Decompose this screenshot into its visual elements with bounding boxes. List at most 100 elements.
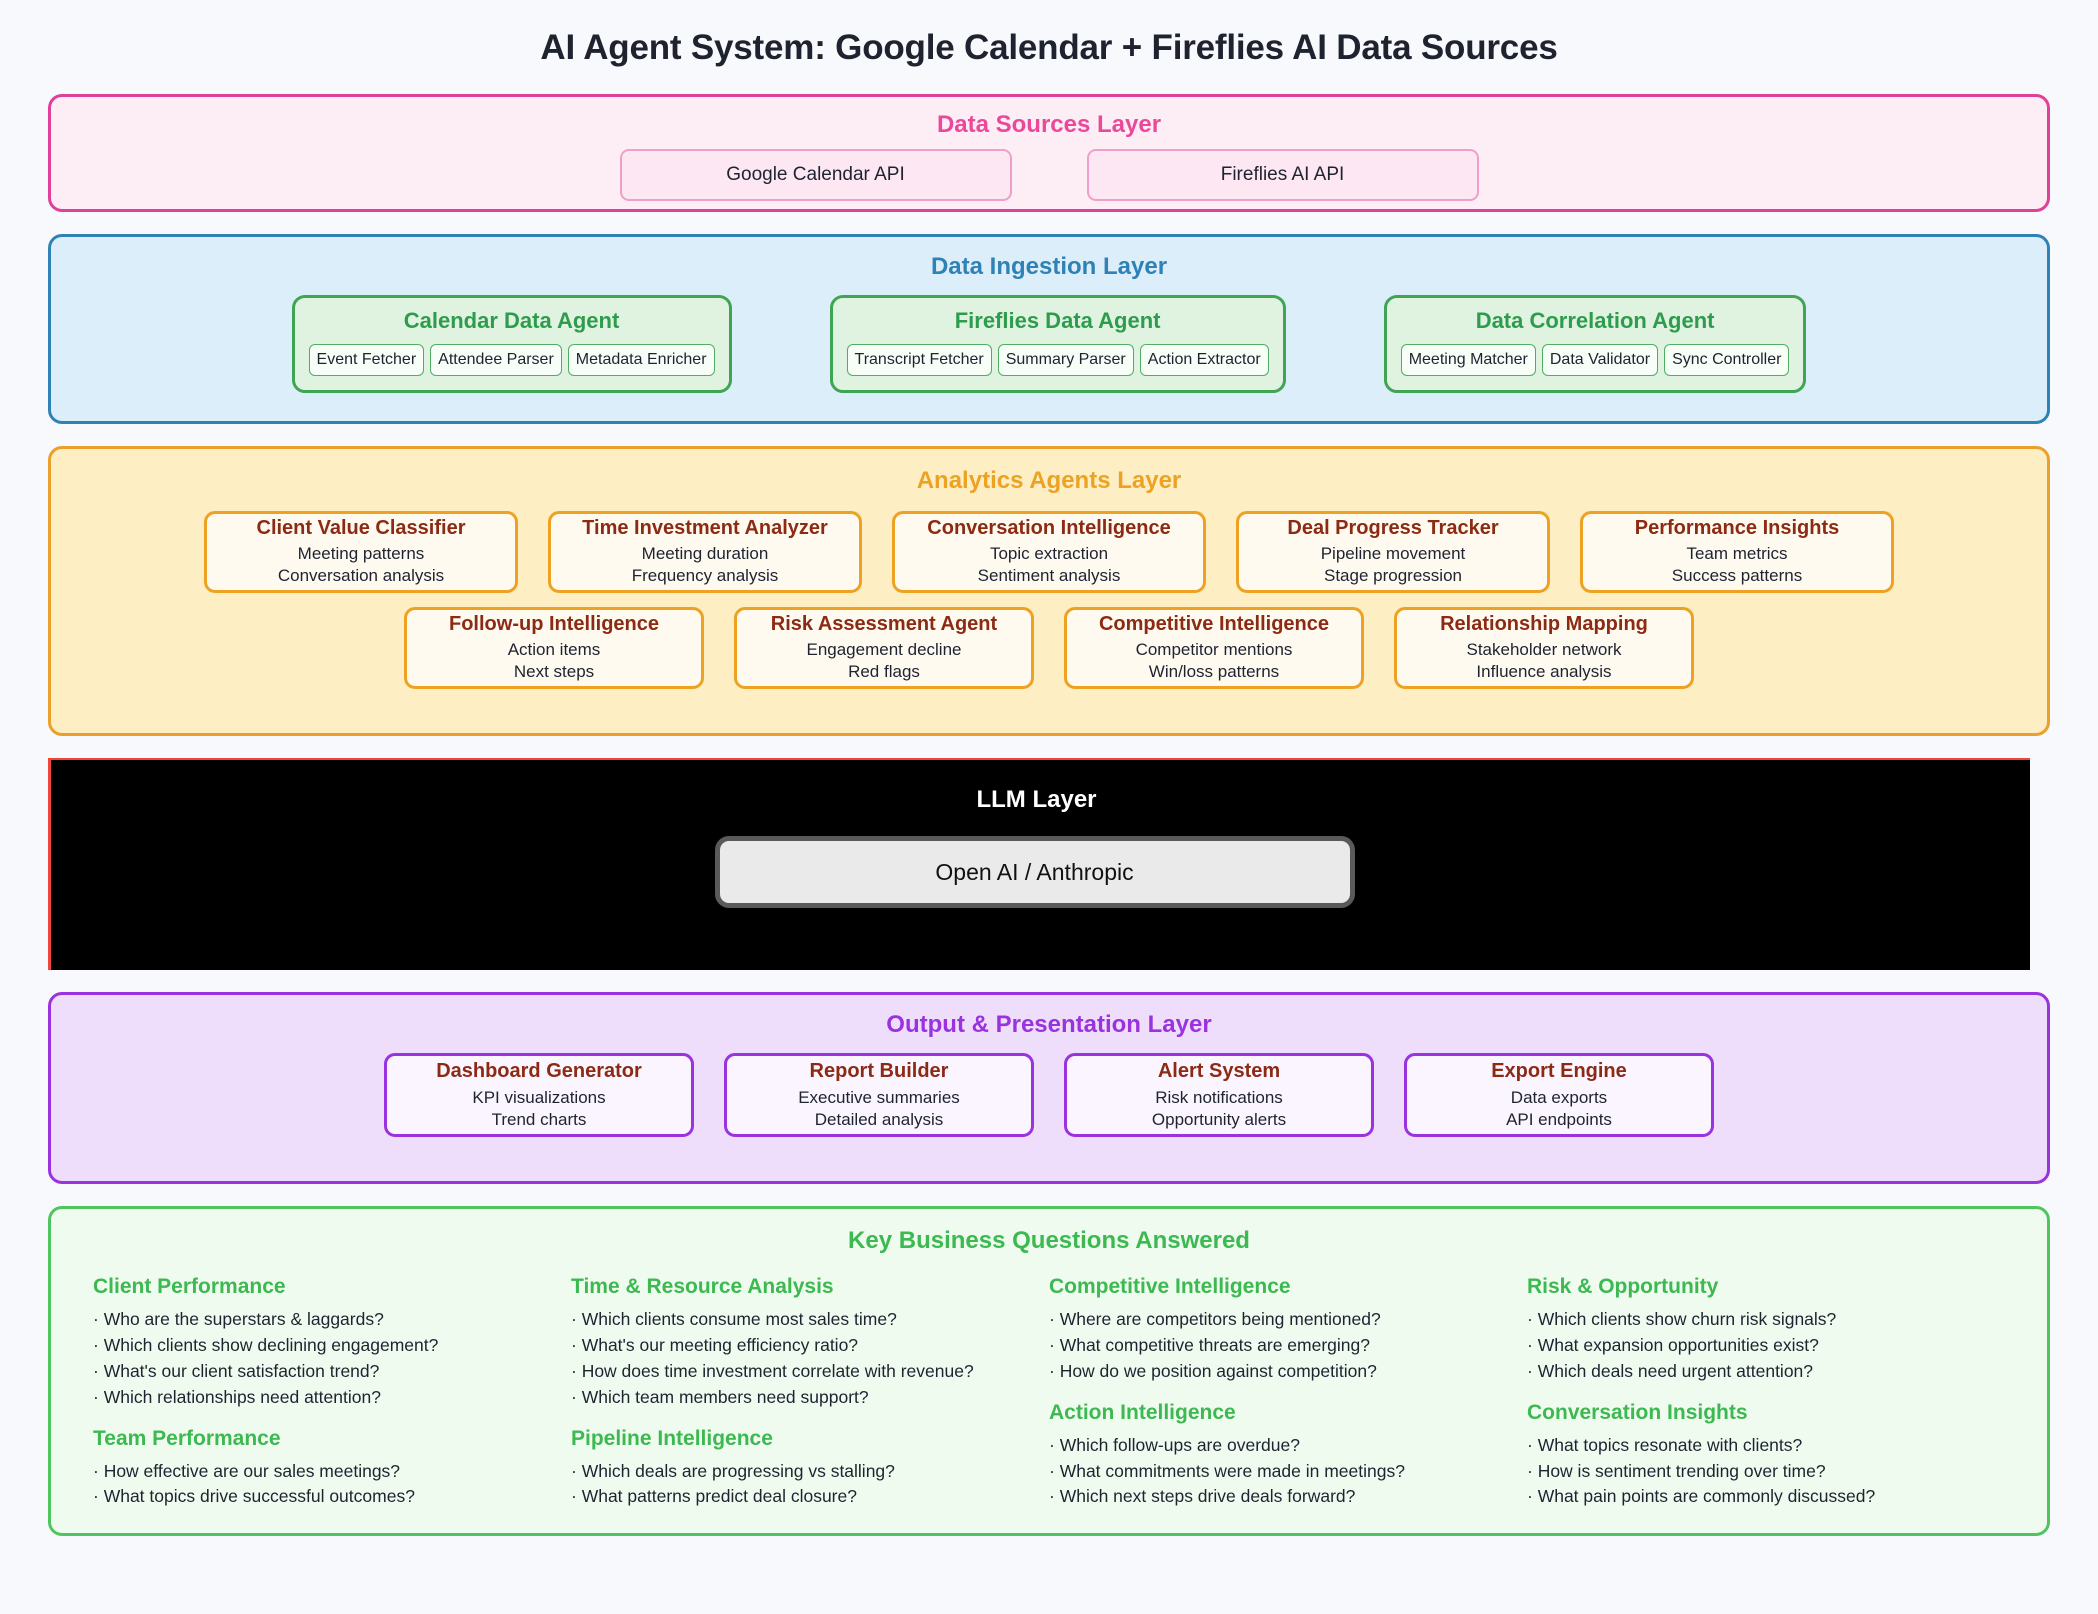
- chip-summary-parser[interactable]: Summary Parser: [997, 344, 1134, 376]
- card-line-2: Detailed analysis: [814, 1109, 944, 1129]
- output-row: Dashboard Generator KPI visualizations T…: [51, 1053, 2047, 1137]
- data-correlation-agent-title: Data Correlation Agent: [1475, 308, 1715, 333]
- output-export-engine[interactable]: Export Engine Data exports API endpoints: [1404, 1053, 1714, 1137]
- card-line-2: Sentiment analysis: [977, 565, 1121, 585]
- question-item: · What competitive threats are emerging?: [1049, 1334, 1370, 1355]
- group-heading-action-intelligence: Action Intelligence: [1049, 1400, 1236, 1424]
- chip-sync-controller[interactable]: Sync Controller: [1664, 344, 1790, 376]
- question-item: · Which deals need urgent attention?: [1527, 1360, 1814, 1381]
- chip-meeting-matcher[interactable]: Meeting Matcher: [1400, 344, 1536, 376]
- question-item: · Which team members need support?: [571, 1386, 869, 1407]
- questions-grid: Client Performance · Who are the superst…: [51, 1259, 2047, 1510]
- calendar-data-agent-chips: Event Fetcher Attendee Parser Metadata E…: [308, 344, 715, 376]
- group-heading-conversation-insights: Conversation Insights: [1527, 1400, 1748, 1424]
- questions-column-2: Time & Resource Analysis · Which clients…: [571, 1275, 1049, 1510]
- card-line-2: Influence analysis: [1476, 661, 1612, 681]
- question-item: · Which relationships need attention?: [93, 1386, 381, 1407]
- card-title: Time Investment Analyzer: [582, 516, 828, 539]
- data-sources-layer: Data Sources Layer Google Calendar API F…: [48, 94, 2050, 212]
- chip-attendee-parser[interactable]: Attendee Parser: [430, 344, 562, 376]
- question-item: · What patterns predict deal closure?: [571, 1486, 857, 1507]
- agent-conversation-intelligence[interactable]: Conversation Intelligence Topic extracti…: [892, 511, 1206, 593]
- analytics-row-1: Client Value Classifier Meeting patterns…: [51, 511, 2047, 593]
- card-line-2: Win/loss patterns: [1148, 661, 1280, 681]
- question-item: · What pain points are commonly discusse…: [1527, 1486, 1876, 1507]
- key-business-questions-layer: Key Business Questions Answered Client P…: [48, 1206, 2050, 1536]
- card-line-2: Stage progression: [1324, 565, 1462, 585]
- question-item: · Which follow-ups are overdue?: [1049, 1434, 1300, 1455]
- agent-time-investment-analyzer[interactable]: Time Investment Analyzer Meeting duratio…: [548, 511, 862, 593]
- chip-action-extractor[interactable]: Action Extractor: [1139, 344, 1269, 376]
- agent-deal-progress-tracker[interactable]: Deal Progress Tracker Pipeline movement …: [1236, 511, 1550, 593]
- data-correlation-agent[interactable]: Data Correlation Agent Meeting Matcher D…: [1383, 295, 1807, 393]
- agent-follow-up-intelligence[interactable]: Follow-up Intelligence Action items Next…: [404, 607, 704, 689]
- question-item: · How is sentiment trending over time?: [1527, 1460, 1826, 1481]
- card-title: Competitive Intelligence: [1098, 612, 1330, 635]
- output-presentation-layer: Output & Presentation Layer Dashboard Ge…: [48, 992, 2050, 1184]
- chip-transcript-fetcher[interactable]: Transcript Fetcher: [846, 344, 992, 376]
- question-item: · How do we position against competition…: [1049, 1360, 1377, 1381]
- chip-event-fetcher[interactable]: Event Fetcher: [308, 344, 425, 376]
- question-item: · What topics resonate with clients?: [1527, 1434, 1803, 1455]
- analytics-row-2: Follow-up Intelligence Action items Next…: [51, 607, 2047, 689]
- data-sources-layer-title: Data Sources Layer: [936, 111, 1162, 138]
- card-line-1: Team metrics: [1686, 543, 1788, 563]
- data-ingestion-row: Calendar Data Agent Event Fetcher Attend…: [51, 295, 2047, 393]
- card-title: Performance Insights: [1634, 516, 1840, 539]
- question-item: · Which clients show declining engagemen…: [93, 1334, 439, 1355]
- fireflies-data-agent-title: Fireflies Data Agent: [954, 308, 1161, 333]
- calendar-data-agent[interactable]: Calendar Data Agent Event Fetcher Attend…: [291, 295, 732, 393]
- source-google-calendar-api[interactable]: Google Calendar API: [619, 149, 1012, 201]
- output-presentation-layer-title: Output & Presentation Layer: [886, 1011, 1212, 1038]
- card-line-1: KPI visualizations: [472, 1087, 606, 1107]
- agent-risk-assessment[interactable]: Risk Assessment Agent Engagement decline…: [734, 607, 1034, 689]
- output-alert-system[interactable]: Alert System Risk notifications Opportun…: [1064, 1053, 1374, 1137]
- chip-data-validator[interactable]: Data Validator: [1541, 344, 1659, 376]
- card-line-2: Opportunity alerts: [1151, 1109, 1287, 1129]
- question-item: · How effective are our sales meetings?: [93, 1460, 401, 1481]
- group-heading-pipeline-intelligence: Pipeline Intelligence: [571, 1426, 773, 1450]
- card-title: Relationship Mapping: [1440, 612, 1648, 635]
- card-title: Follow-up Intelligence: [449, 612, 659, 635]
- card-line-1: Executive summaries: [798, 1087, 960, 1107]
- agent-relationship-mapping[interactable]: Relationship Mapping Stakeholder network…: [1394, 607, 1694, 689]
- group-heading-time-resource-analysis: Time & Resource Analysis: [571, 1275, 834, 1298]
- card-title: Deal Progress Tracker: [1287, 516, 1499, 539]
- card-line-1: Meeting duration: [641, 543, 769, 563]
- card-line-1: Data exports: [1510, 1087, 1608, 1107]
- question-item: · Which next steps drive deals forward?: [1049, 1486, 1356, 1507]
- llm-layer-title: LLM Layer: [976, 786, 1097, 813]
- question-item: · What's our client satisfaction trend?: [93, 1360, 380, 1381]
- card-title: Risk Assessment Agent: [770, 612, 998, 635]
- card-line-2: Next steps: [513, 661, 595, 681]
- card-title: Report Builder: [809, 1059, 949, 1082]
- question-item: · Which clients consume most sales time?: [571, 1309, 897, 1329]
- key-business-questions-title: Key Business Questions Answered: [848, 1227, 1250, 1254]
- card-title: Export Engine: [1491, 1059, 1627, 1082]
- question-item: · What commitments were made in meetings…: [1049, 1460, 1405, 1481]
- source-fireflies-ai-api[interactable]: Fireflies AI API: [1086, 149, 1479, 201]
- card-title: Dashboard Generator: [436, 1059, 642, 1082]
- card-line-1: Meeting patterns: [297, 543, 425, 563]
- question-item: · Which deals are progressing vs stallin…: [571, 1460, 895, 1481]
- question-item: · What expansion opportunities exist?: [1527, 1334, 1819, 1355]
- card-line-1: Engagement decline: [806, 639, 962, 659]
- output-report-builder[interactable]: Report Builder Executive summaries Detai…: [724, 1053, 1034, 1137]
- agent-performance-insights[interactable]: Performance Insights Team metrics Succes…: [1580, 511, 1894, 593]
- card-line-2: API endpoints: [1506, 1109, 1612, 1129]
- agent-client-value-classifier[interactable]: Client Value Classifier Meeting patterns…: [204, 511, 518, 593]
- analytics-agents-layer: Analytics Agents Layer Client Value Clas…: [48, 446, 2050, 736]
- chip-metadata-enricher[interactable]: Metadata Enricher: [567, 344, 715, 376]
- fireflies-data-agent[interactable]: Fireflies Data Agent Transcript Fetcher …: [829, 295, 1286, 393]
- llm-layer: LLM Layer Open AI / Anthropic: [48, 758, 2030, 970]
- card-line-1: Competitor mentions: [1135, 639, 1293, 659]
- question-item: · Which clients show churn risk signals?: [1527, 1309, 1837, 1329]
- fireflies-data-agent-chips: Transcript Fetcher Summary Parser Action…: [846, 344, 1269, 376]
- output-dashboard-generator[interactable]: Dashboard Generator KPI visualizations T…: [384, 1053, 694, 1137]
- page-title: AI Agent System: Google Calendar + Firef…: [540, 28, 1558, 67]
- agent-competitive-intelligence[interactable]: Competitive Intelligence Competitor ment…: [1064, 607, 1364, 689]
- question-item: · Who are the superstars & laggards?: [93, 1309, 384, 1329]
- llm-provider-box[interactable]: Open AI / Anthropic: [714, 836, 1355, 908]
- questions-column-1: Client Performance · Who are the superst…: [93, 1275, 571, 1510]
- data-sources-row: Google Calendar API Fireflies AI API: [51, 149, 2047, 201]
